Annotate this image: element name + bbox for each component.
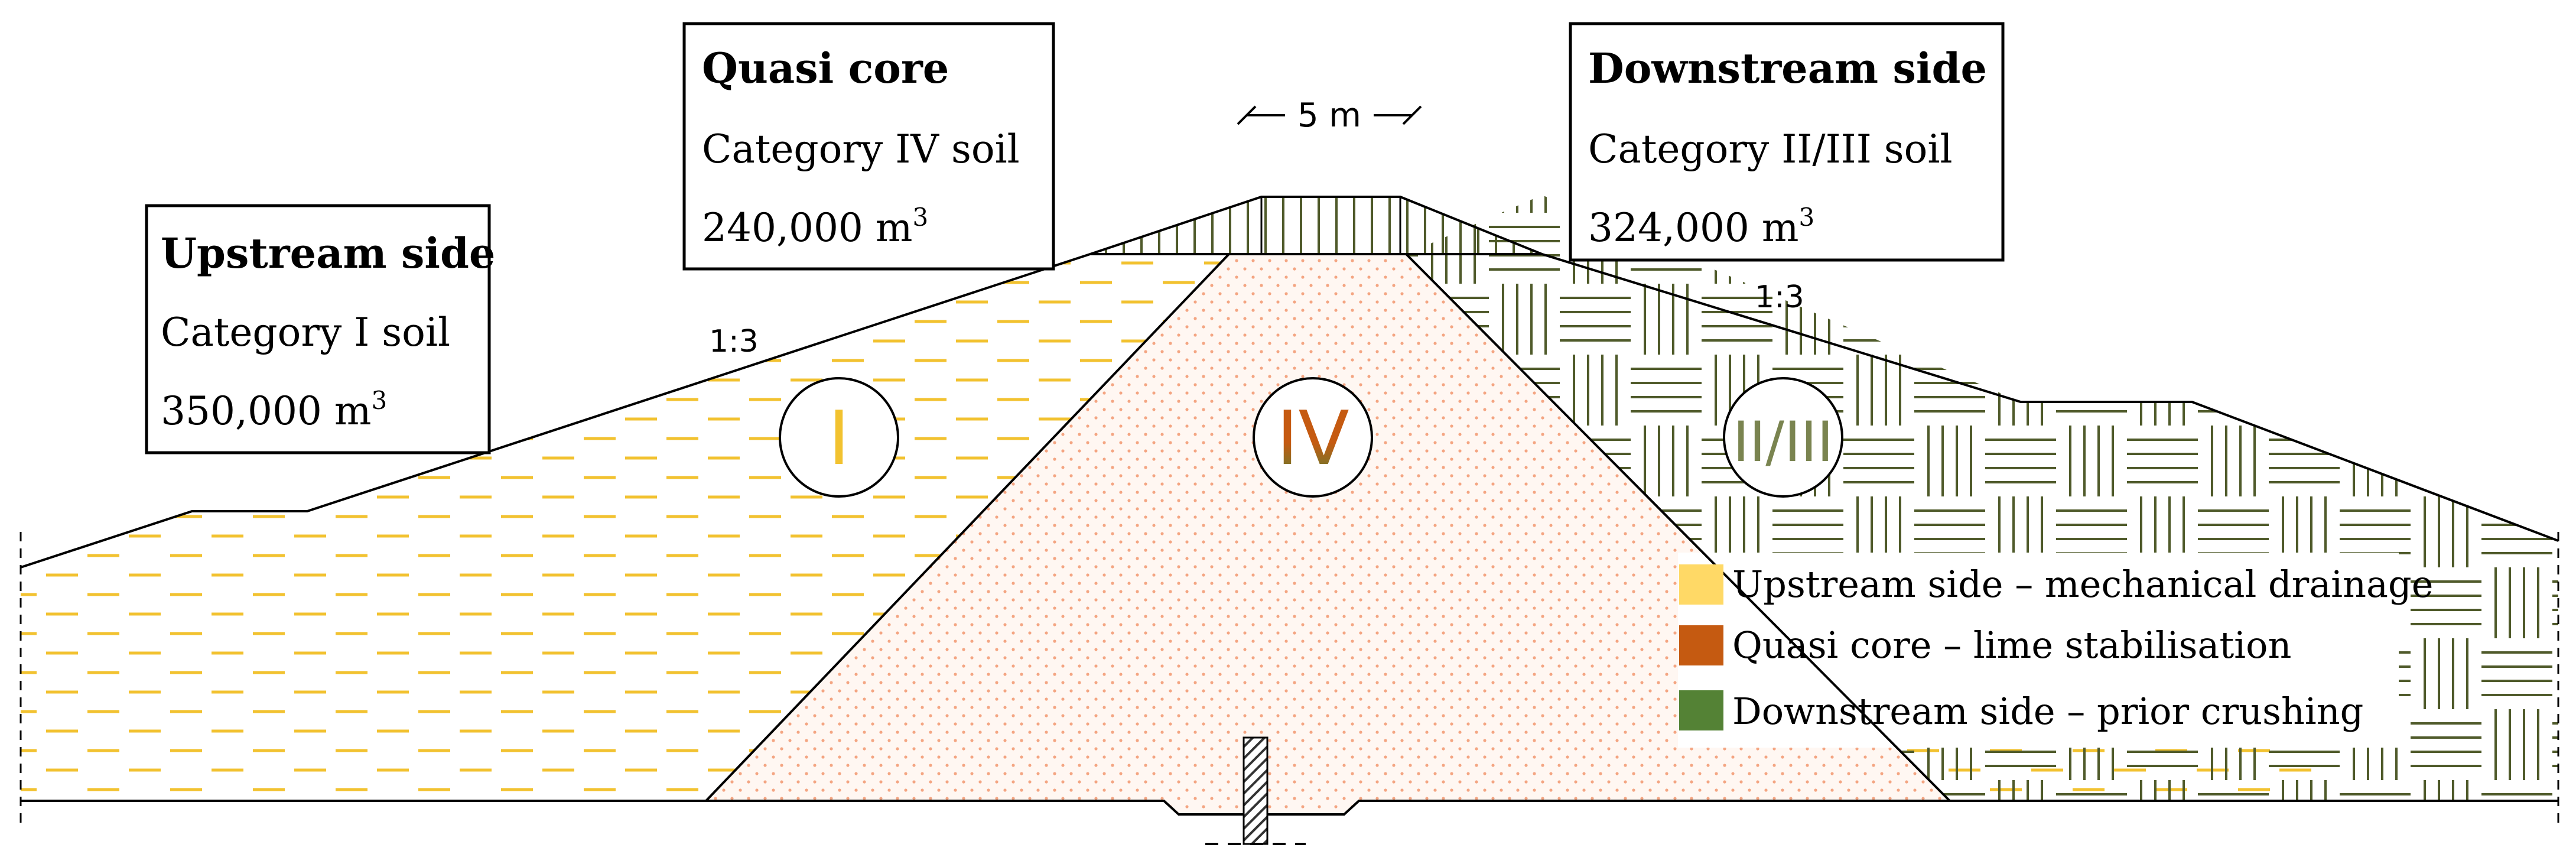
legend-label-downstream: Downstream side – prior crushing xyxy=(1732,690,2363,733)
upstream-slope-label: 1:3 xyxy=(709,324,759,359)
legend-swatch-core xyxy=(1679,625,1723,665)
zone-marker-IV: IV xyxy=(1253,377,1373,498)
legend-label-core: Quasi core – lime stabilisation xyxy=(1732,624,2291,667)
downstream-core-boundary xyxy=(1405,253,1951,802)
upstream-box-volume: 350,000 m3 xyxy=(161,386,387,434)
upstream-core-boundary xyxy=(705,253,1230,802)
core-box-category: Category IV soil xyxy=(702,126,1020,172)
upstream-box-category: Category I soil xyxy=(161,310,450,355)
downstream-slope-label: 1:3 xyxy=(1755,280,1804,315)
legend-background xyxy=(1678,553,2399,748)
crest-width-dimension: 5 m xyxy=(1237,95,1422,136)
cutoff-wall xyxy=(1243,736,1269,845)
upstream-box-title: Upstream side xyxy=(161,229,495,278)
zone-label-IV: IV xyxy=(1276,395,1349,482)
downstream-side-box: Downstream side Category II/III soil 324… xyxy=(1569,22,2005,262)
downstream-box-category: Category II/III soil xyxy=(1588,126,1953,172)
legend-swatch-downstream xyxy=(1679,690,1723,730)
downstream-box-volume: 324,000 m3 xyxy=(1588,203,1814,251)
downstream-box-title: Downstream side xyxy=(1588,44,1987,93)
legend: Upstream side – mechanical drainage Quas… xyxy=(1679,563,2433,733)
zone-label-II-III: II/III xyxy=(1733,410,1833,475)
dam-outline xyxy=(20,196,2559,569)
zone-marker-II-III: II/III xyxy=(1723,377,1843,498)
legend-swatch-upstream xyxy=(1679,564,1723,605)
quasi-core-box: Quasi core Category IV soil 240,000 m3 xyxy=(682,22,1055,271)
quasi-core-zone xyxy=(706,254,1950,814)
crest-width-label: 5 m xyxy=(1297,96,1361,135)
zone-marker-I: I xyxy=(779,377,899,498)
legend-label-upstream: Upstream side – mechanical drainage xyxy=(1732,563,2433,606)
upstream-side-box: Upstream side Category I soil 350,000 m3 xyxy=(145,204,495,454)
core-box-title: Quasi core xyxy=(702,44,949,93)
zone-label-I: I xyxy=(828,395,850,482)
crest-zone xyxy=(1090,197,1542,254)
core-box-volume: 240,000 m3 xyxy=(702,203,928,251)
